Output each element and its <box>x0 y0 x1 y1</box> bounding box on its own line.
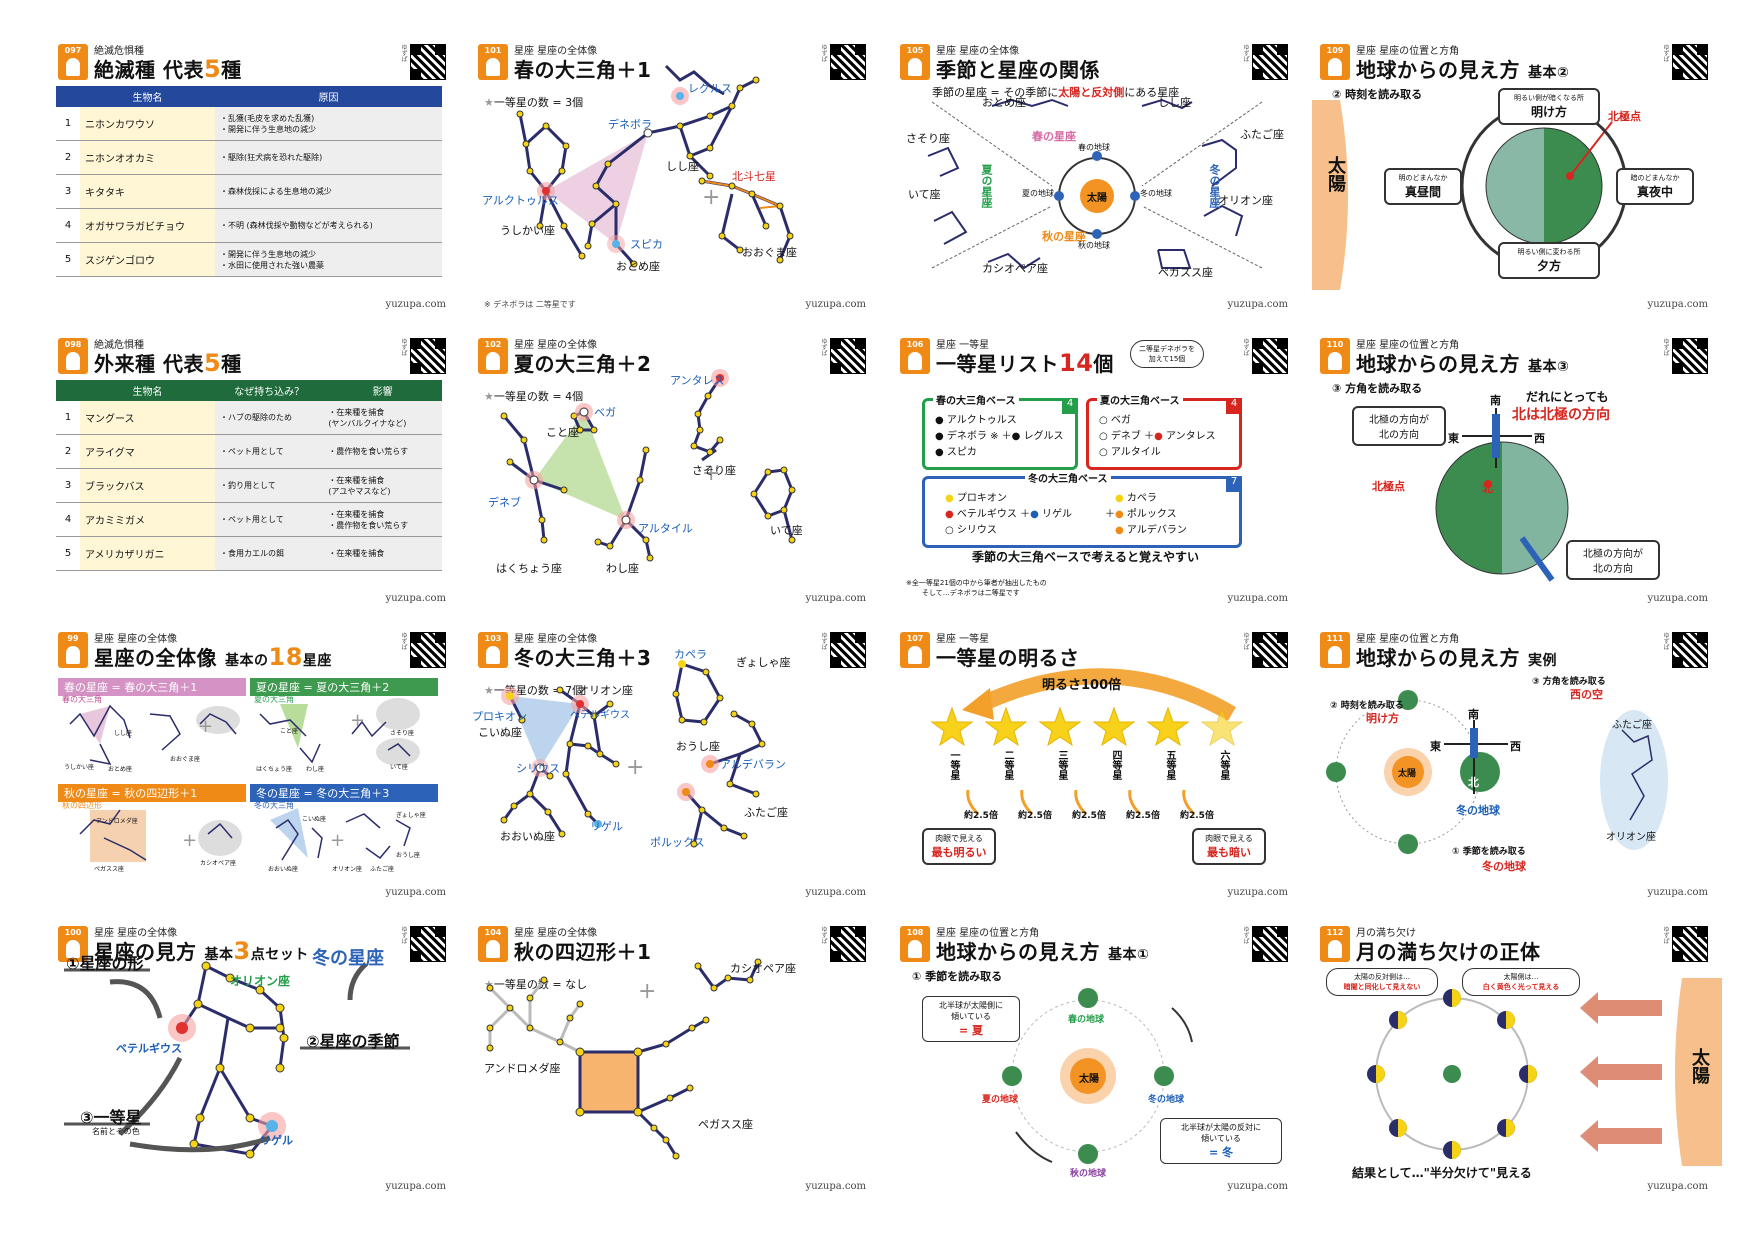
card-title: 地球からの見え方実例 <box>1356 646 1557 670</box>
qr-code[interactable] <box>1672 926 1708 962</box>
how-to-view-diagram <box>64 961 410 1159</box>
qr-code[interactable] <box>410 44 446 80</box>
qr-code[interactable] <box>1252 632 1288 668</box>
card-header: 097 絶滅危惧種 絶滅種 代表5種 <box>58 42 400 90</box>
card-105: 105 星座 星座の全体像 季節と星座の関係 ゆずぱ 季節の星座 = その季節に… <box>892 36 1302 316</box>
winter-constellations: + <box>500 660 766 848</box>
card-100: 100 星座 星座の全体像 星座の見方基本3点セット ゆずぱ ①星座の形 ②星座… <box>50 918 460 1198</box>
card-110: 110 星座 星座の位置と方角 地球からの見え方基本③ ゆずぱ ③ 方角を読み取… <box>1312 330 1722 610</box>
qr-code[interactable] <box>1252 926 1288 962</box>
qr-code[interactable] <box>410 926 446 962</box>
card-title: 春の大三角＋1 <box>514 58 652 82</box>
summer-constellations: + <box>500 369 796 562</box>
card-title: 地球からの見え方基本① <box>936 940 1150 964</box>
qr-code[interactable] <box>830 44 866 80</box>
direction-diagram <box>1435 408 1569 582</box>
card-title: 星座の全体像基本の18星座 <box>94 643 332 671</box>
svg-text:+: + <box>330 830 345 851</box>
card-title: 地球からの見え方基本③ <box>1356 352 1570 376</box>
card-title: 一等星リスト14個 <box>936 349 1114 377</box>
card-title: 冬の大三角＋3 <box>514 646 652 670</box>
spring-constellations: + <box>516 64 794 268</box>
card-title: 月の満ち欠けの正体 <box>1356 940 1541 964</box>
example-diagram <box>1326 690 1668 854</box>
card-103: 103 星座 星座の全体像 冬の大三角＋3 ゆずぱ ★一等星の数 = 7個 <box>470 624 880 904</box>
card-title: 星座の見方基本3点セット <box>94 937 309 965</box>
card-title: 秋の四辺形＋1 <box>514 940 652 964</box>
autumn-constellations: + <box>486 958 762 1160</box>
card-title: 地球からの見え方基本② <box>1356 58 1570 82</box>
card-111: 111 星座 星座の位置と方角 地球からの見え方実例 ゆずぱ ② 時刻を読み取る… <box>1312 624 1722 904</box>
card-101: 101 星座 星座の全体像 春の大三角＋1 ゆずぱ ★一等星の数 = 3個 <box>470 36 880 316</box>
star-count: ★一等星の数 = 3個 <box>484 96 584 109</box>
speech-bubble: 二等星デネボラを加えて15個 <box>1130 340 1204 368</box>
winter-box: 冬の大三角ベース 7 ● プロキオン ● ベテルギウス ＋● リゲル ○ シリウ… <box>922 470 1242 548</box>
card-109: 109 星座 星座の位置と方角 地球からの見え方基本② ゆずぱ ② 時刻を読み取… <box>1312 36 1722 316</box>
card-104: 104 星座 星座の全体像 秋の四辺形＋1 ゆずぱ ★一等星の数 = なし + … <box>470 918 880 1198</box>
svg-text:+: + <box>702 185 720 210</box>
svg-text:+: + <box>198 716 213 737</box>
qr-code[interactable] <box>1672 632 1708 668</box>
moon-phase-diagram <box>1367 978 1722 1166</box>
card-title: 季節と星座の関係 <box>936 58 1100 82</box>
qr-code[interactable] <box>410 338 446 374</box>
qr-code[interactable] <box>830 632 866 668</box>
qr-code[interactable] <box>1672 338 1708 374</box>
magnitude-chart <box>930 668 1243 816</box>
qr-code[interactable] <box>830 926 866 962</box>
qr-code[interactable] <box>1252 44 1288 80</box>
svg-text:+: + <box>350 710 365 731</box>
card-106: 106 星座 一等星 一等星リスト14個 ゆずぱ 二等星デネボラを加えて15個 … <box>892 330 1302 610</box>
qr-code[interactable] <box>1252 338 1288 374</box>
card-099: 99 星座 星座の全体像 星座の全体像基本の18星座 ゆずぱ 春の星座 = 春の… <box>50 624 460 904</box>
card-title: 夏の大三角＋2 <box>514 352 652 376</box>
card-112: 112 月の満ち欠け 月の満ち欠けの正体 ゆずぱ 太陽 太陽の反対側は…暗闇と同… <box>1312 918 1722 1198</box>
card-title: 外来種 代表5種 <box>94 349 242 377</box>
svg-text:+: + <box>702 461 720 486</box>
constellation-overview: + + + + <box>69 698 420 862</box>
card-102: 102 星座 星座の全体像 夏の大三角＋2 ゆずぱ ★一等星の数 = 4個 + … <box>470 330 880 610</box>
svg-text:+: + <box>638 979 656 1004</box>
summer-box: 夏の大三角ベース 4 ○ ベガ ○ デネブ ＋● アンタレス ○ アルタイル <box>1086 392 1242 470</box>
footer-url[interactable]: yuzupa.com <box>385 299 446 310</box>
badge: 097 <box>58 44 88 80</box>
svg-text:+: + <box>626 755 644 780</box>
card-107: 107 星座 一等星 一等星の明るさ ゆずぱ 明るさ100倍 一等星 二等星 三… <box>892 624 1302 904</box>
qr-code[interactable] <box>830 338 866 374</box>
spring-box: 春の大三角ベース 4 ● アルクトゥルス ● デネボラ ※ ＋● レグルス ● … <box>922 392 1078 470</box>
card-title: 絶滅種 代表5種 <box>94 55 242 83</box>
qr-code[interactable] <box>410 632 446 668</box>
card-108: 108 星座 星座の位置と方角 地球からの見え方基本① ゆずぱ ① 季節を読み取… <box>892 918 1302 1198</box>
card-title: 一等星の明るさ <box>936 646 1080 670</box>
svg-text:+: + <box>182 830 197 851</box>
season-rule: 季節の星座 = その季節に太陽と反対側にある星座 <box>932 86 1180 99</box>
season-diagram <box>927 98 1263 270</box>
season-orbit-diagram <box>1002 988 1193 1164</box>
subcategory: 絶滅危惧種 <box>94 46 144 57</box>
qr-code[interactable] <box>1672 44 1708 80</box>
